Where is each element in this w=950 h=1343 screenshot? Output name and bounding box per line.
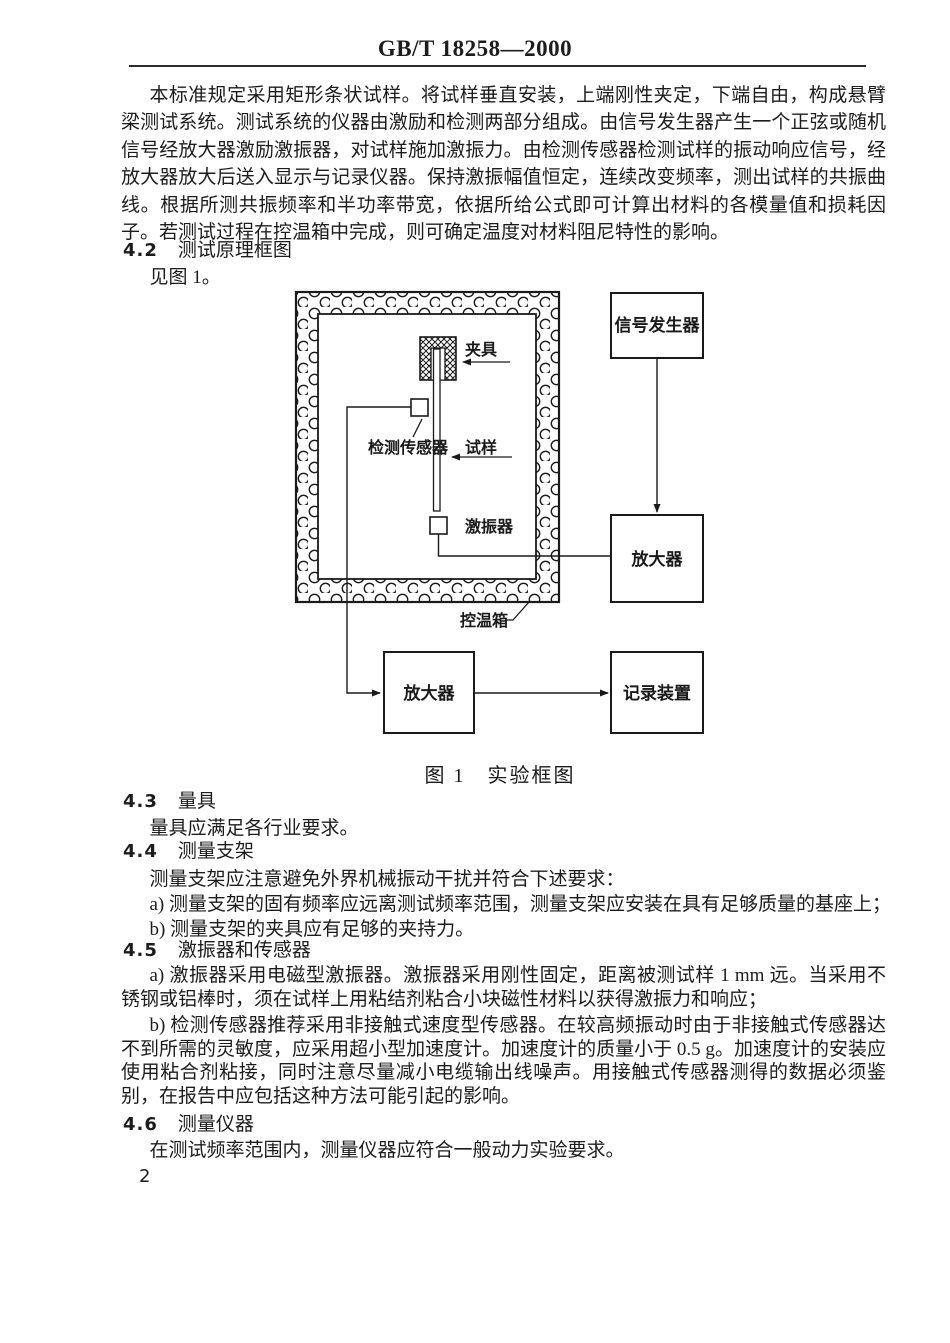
section-number: 4.4 (123, 841, 158, 862)
figure-1-block-diagram: 夹具 检测传感器 试样 激振器 控温箱 信号发生器 放大器 放大器 记录装置 图… (294, 290, 704, 787)
signal-generator-box (610, 292, 704, 359)
section-4-5-item-b: b) 检测传感器推荐采用非接触式速度型传感器。在较高频振动时由于非接触式传感器达… (121, 1015, 886, 1107)
see-figure-line: 见图 1。 (149, 267, 221, 288)
section-4-5-item-a: a) 激振器采用电磁型激振器。激振器采用刚性固定，距离被测试样 1 mm 远。当… (121, 965, 886, 1010)
section-title: 激振器和传感器 (177, 940, 311, 961)
section-number: 4.6 (123, 1114, 158, 1135)
signal-generator-label: 信号发生器 (615, 315, 701, 336)
chamber-label: 控温箱 (460, 611, 508, 630)
chamber-pointer-line (506, 601, 530, 621)
section-4-6-body: 在测试频率范围内，测量仪器应符合一般动力实验要求。 (149, 1140, 625, 1161)
amplifier-bottom-label: 放大器 (403, 683, 456, 704)
section-title: 测量仪器 (177, 1114, 254, 1135)
section-4-4-item-b: b) 测量支架的夹具应有足够的夹持力。 (149, 919, 475, 940)
page-number: 2 (139, 1166, 151, 1187)
section-4-4-intro: 测量支架应注意避免外界机械振动干扰并符合下述要求： (149, 869, 625, 890)
section-heading-4-4: 4.4 测量支架 (123, 841, 903, 863)
recorder-box (610, 651, 704, 734)
exciter-label: 激振器 (465, 517, 514, 536)
header-rule (129, 65, 866, 67)
section-title: 测量支架 (177, 841, 254, 862)
sensor-label: 检测传感器 (368, 438, 449, 457)
section-heading-4-2: 4.2 测试原理框图 (123, 240, 903, 262)
amplifier-right-label: 放大器 (631, 549, 684, 570)
section-number: 4.2 (123, 240, 158, 261)
section-heading-4-6: 4.6 测量仪器 (123, 1114, 903, 1136)
figure-caption: 图 1 实验框图 (425, 764, 576, 787)
section-heading-4-3: 4.3 量具 (123, 791, 903, 813)
section-4-3-body: 量具应满足各行业要求。 (149, 818, 359, 839)
specimen-bar (432, 348, 441, 512)
sensor-to-amplifier-wire (346, 406, 411, 697)
intro-paragraph: 本标准规定采用矩形条状试样。将试样垂直安装，上端刚性夹定，下端自由，构成悬臂梁测… (121, 85, 886, 244)
standard-number-header: GB/T 18258—2000 (377, 36, 573, 61)
section-title: 测试原理框图 (177, 240, 292, 261)
section-title: 量具 (177, 791, 216, 812)
amplifier-bottom-box (383, 651, 475, 734)
amplifier-right-box (610, 514, 704, 603)
specimen-label: 试样 (465, 438, 497, 457)
section-number: 4.3 (123, 791, 158, 812)
chamber-outer-wall (294, 290, 561, 604)
recorder-label: 记录装置 (623, 683, 691, 704)
section-number: 4.5 (123, 940, 158, 961)
clamp-label: 夹具 (465, 340, 497, 359)
exciter-box (429, 516, 448, 535)
section-heading-4-5: 4.5 激振器和传感器 (123, 940, 903, 962)
sensor-box (410, 398, 429, 417)
clamp-slot-outline (430, 347, 446, 380)
sensor-pointer-line (412, 418, 423, 438)
amplifier-to-exciter-wire (437, 534, 611, 557)
section-4-4-item-a: a) 测量支架的固有频率应远离测试频率范围，测量支架应安装在具有足够质量的基座上… (149, 894, 892, 915)
